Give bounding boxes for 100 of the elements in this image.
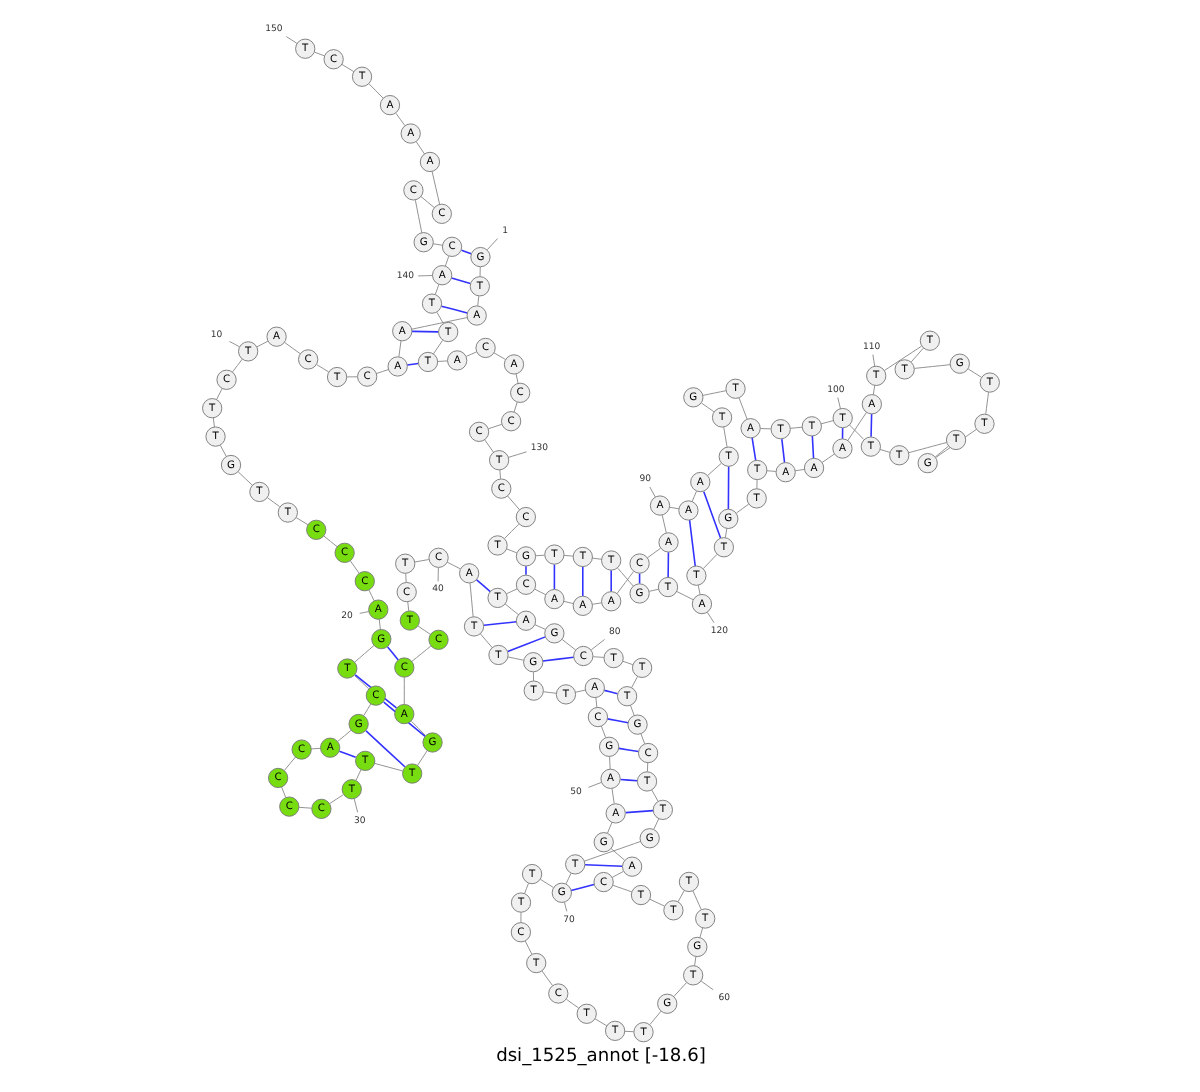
- connector: [439, 305, 467, 314]
- connector: [294, 517, 308, 526]
- connector: [583, 863, 622, 868]
- connector: [623, 809, 653, 814]
- connector: [668, 506, 679, 510]
- connector: [819, 420, 833, 425]
- connector: [266, 497, 280, 508]
- connector: [419, 196, 434, 208]
- connector: [353, 645, 374, 663]
- connector: [706, 462, 721, 476]
- connector: [433, 284, 439, 295]
- connector: [705, 611, 714, 624]
- connector: [430, 170, 440, 205]
- connector: [284, 36, 297, 44]
- connector: [610, 870, 623, 878]
- connector: [590, 602, 602, 605]
- connector: [589, 639, 605, 651]
- connector: [416, 275, 432, 277]
- connector: [435, 311, 443, 324]
- connector: [315, 364, 329, 373]
- connector: [907, 442, 946, 454]
- connector: [810, 435, 814, 459]
- connector: [353, 674, 369, 690]
- connector: [410, 720, 426, 737]
- connector: [913, 364, 950, 369]
- connector: [564, 872, 571, 885]
- connector: [506, 495, 519, 511]
- connector: [562, 554, 573, 557]
- connector: [780, 438, 785, 464]
- connector: [381, 701, 425, 738]
- connector: [394, 112, 405, 126]
- connector: [560, 639, 576, 651]
- connector: [236, 471, 252, 486]
- connector: [871, 354, 875, 367]
- connector: [621, 660, 633, 666]
- connector: [609, 569, 611, 593]
- connector: [506, 656, 523, 661]
- connector: [582, 841, 640, 862]
- connector: [573, 689, 585, 693]
- connector: [591, 656, 604, 658]
- connector: [599, 725, 606, 738]
- connector: [645, 762, 648, 772]
- connector: [483, 439, 493, 453]
- connector: [498, 469, 500, 480]
- connector: [594, 697, 597, 708]
- connector: [505, 636, 546, 653]
- connector: [848, 424, 864, 440]
- connector: [691, 890, 701, 910]
- connector: [322, 535, 337, 548]
- connector: [354, 769, 361, 781]
- connector: [309, 747, 320, 750]
- connector: [909, 347, 923, 363]
- connector: [364, 730, 405, 768]
- connector: [413, 199, 422, 234]
- connector: [966, 368, 982, 378]
- connector: [479, 633, 492, 649]
- connector: [218, 444, 226, 457]
- connector: [524, 565, 526, 576]
- connector: [345, 376, 357, 378]
- connector: [503, 603, 518, 615]
- connector: [647, 588, 658, 592]
- connector: [487, 423, 502, 430]
- connector: [476, 295, 479, 307]
- connector: [676, 890, 684, 903]
- connector: [735, 503, 749, 514]
- connector: [793, 468, 804, 472]
- connector: [737, 397, 747, 420]
- connector: [562, 600, 573, 604]
- connector: [933, 445, 948, 458]
- connector: [367, 589, 374, 602]
- connector: [534, 554, 544, 557]
- connector: [414, 141, 424, 155]
- connector: [445, 561, 460, 570]
- connector: [609, 848, 624, 861]
- connector: [512, 401, 517, 413]
- connector: [562, 901, 567, 912]
- connector: [416, 750, 427, 766]
- connector: [882, 345, 921, 371]
- connector: [869, 413, 872, 438]
- connector: [313, 51, 324, 57]
- connector: [533, 624, 545, 630]
- connector: [443, 255, 449, 267]
- connector: [701, 390, 726, 396]
- connector: [406, 601, 409, 612]
- connector: [231, 358, 242, 373]
- connector: [702, 490, 721, 539]
- connector: [693, 956, 696, 967]
- connector: [507, 451, 527, 458]
- connector: [820, 453, 834, 463]
- connector: [280, 786, 286, 798]
- connector: [629, 705, 634, 716]
- connector: [552, 563, 555, 590]
- connector: [648, 898, 664, 907]
- connector: [362, 703, 371, 717]
- connector: [375, 369, 388, 374]
- connector: [228, 341, 240, 348]
- connector: [523, 882, 528, 895]
- connector: [611, 884, 632, 893]
- connector: [410, 317, 467, 330]
- connector: [519, 911, 521, 923]
